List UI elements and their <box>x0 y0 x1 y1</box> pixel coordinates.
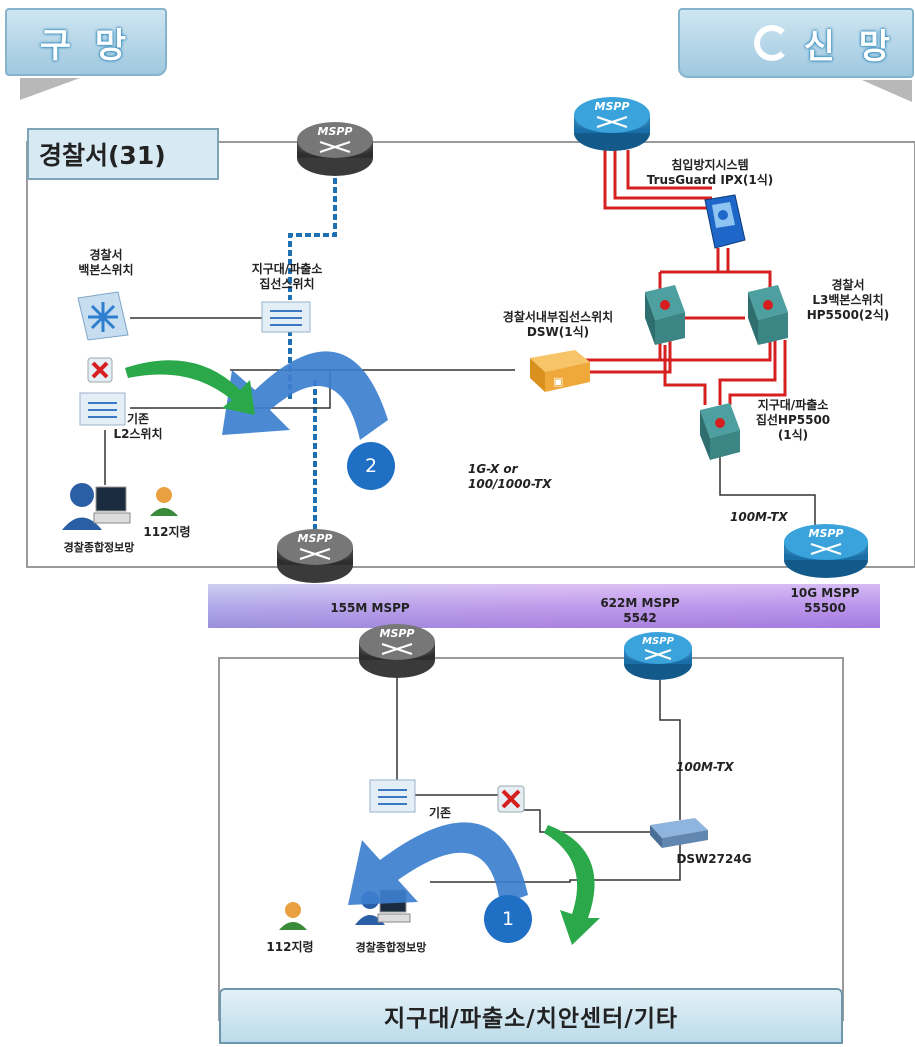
ips-label-line1: 침입방지시스템 <box>671 158 749 172</box>
backbone-switch <box>77 291 129 341</box>
mspp-10g-label-line2: 55500 <box>804 601 846 615</box>
old-banner-pointer <box>20 78 80 100</box>
backbone-switch-label-line1: 경찰서 <box>89 248 123 262</box>
failed-device-bottom <box>497 785 525 813</box>
green-arrow-top <box>125 360 255 415</box>
step-1-number: 1 <box>501 908 515 930</box>
substation-title-text: 지구대/파출소/치안센터/기타 <box>383 1006 679 1032</box>
speed-1g-label-line1: 1G-X or <box>468 462 518 476</box>
speed-1g-label-line2: 100/1000-TX <box>468 477 552 491</box>
failed-device-top <box>87 357 113 383</box>
green-arrow-bottom <box>544 825 600 945</box>
aggregation-switch-label-line2: 집선스위치 <box>259 277 315 291</box>
substation-zone <box>218 657 844 1021</box>
step-1-marker: 1 <box>484 895 532 943</box>
svg-text:MSPP: MSPP <box>642 636 674 647</box>
top-thin-links <box>104 317 816 540</box>
backbone-switch-label: 경찰서 백본스위치 <box>60 248 152 278</box>
dsw-label-line2: DSW(1식) <box>526 325 590 339</box>
speed-100m-bottom-label: 100M-TX <box>676 760 734 774</box>
l2-switch-label-line2: L2스위치 <box>113 427 163 441</box>
user-112-top <box>150 487 178 516</box>
new-network-links <box>585 150 787 405</box>
svg-text:▣: ▣ <box>553 375 563 388</box>
user-112-top-label: 112지령 <box>143 525 191 539</box>
substation-title-bar: 지구대/파출소/치안센터/기타 <box>219 988 843 1044</box>
l2-switch-label-line1: 기존 <box>126 412 150 426</box>
svg-text:MSPP: MSPP <box>318 125 353 138</box>
aggregation-switch-label-line1: 지구대/파출소 <box>251 262 323 276</box>
l3-switch-label: 경찰서 L3백본스위치 HP5500(2식) <box>788 278 908 323</box>
mspp-router-old-top: MSPP <box>297 122 373 176</box>
mspp-10g-label: 10G MSPP 55500 <box>770 586 880 616</box>
terminal-bottom-label: 경찰종합정보망 <box>355 941 427 954</box>
hp5500-label-line1: 지구대/파출소 <box>757 398 829 412</box>
mspp-router-bottom-old: MSPP <box>359 624 435 678</box>
aggregation-switch-label: 지구대/파출소 집선스위치 <box>228 262 346 292</box>
hp5500-label: 지구대/파출소 집선HP5500 (1식) <box>738 398 848 443</box>
dsw-label: 경찰서내부집선스위치 DSW(1식) <box>468 310 648 340</box>
terminal-top-label: 경찰종합정보망 <box>63 541 135 554</box>
svg-text:MSPP: MSPP <box>595 100 630 113</box>
old-network-banner-text: 구 망 <box>39 25 133 66</box>
user-112-bottom <box>279 902 307 930</box>
mspp-622m-label-line2: 5542 <box>623 611 657 625</box>
new-network-banner: 신 망 <box>678 8 914 78</box>
existing-switch-bottom-label: 기존 <box>428 806 452 820</box>
hp5500-aggregation-switch <box>700 403 740 460</box>
backbone-switch-label-line2: 백본스위치 <box>78 263 134 277</box>
step-2-number: 2 <box>364 455 378 477</box>
police-station-title-text: 경찰서(31) <box>39 141 166 170</box>
l2-switch-label: 기존 L2스위치 <box>108 412 168 442</box>
refresh-icon <box>753 25 790 61</box>
mspp-155m-label: 155M MSPP <box>330 601 410 615</box>
mspp-router-10g: MSPP <box>784 524 868 578</box>
mspp-router-155m: MSPP <box>277 529 353 583</box>
user-112-bottom-label: 112지령 <box>266 940 314 954</box>
ips-device <box>704 194 746 249</box>
hp5500-label-line3: (1식) <box>777 428 809 442</box>
svg-text:MSPP: MSPP <box>298 532 333 545</box>
new-banner-pointer <box>862 80 912 102</box>
mspp-10g-label-line1: 10G MSPP <box>790 586 860 600</box>
l2-switch-bottom <box>369 779 416 813</box>
dsw2724g-switch <box>650 818 708 848</box>
l3-switch-label-line2: L3백본스위치 <box>812 293 884 307</box>
step-2-marker: 2 <box>347 442 395 490</box>
mspp-622m-label: 622M MSPP 5542 <box>580 596 700 626</box>
new-network-banner-text: 신 망 <box>803 26 896 67</box>
speed-1g-label: 1G-X or 100/1000-TX <box>468 462 551 492</box>
ips-label-line2: TrusGuard IPX(1식) <box>646 173 774 187</box>
ips-label: 침입방지시스템 TrusGuard IPX(1식) <box>625 158 795 188</box>
l3-switch-label-line1: 경찰서 <box>831 278 865 292</box>
svg-text:MSPP: MSPP <box>380 627 415 640</box>
police-station-title: 경찰서(31) <box>27 128 219 180</box>
l3-switch-label-line3: HP5500(2식) <box>806 308 890 322</box>
svg-text:MSPP: MSPP <box>809 527 844 540</box>
terminal-top <box>62 483 131 530</box>
police-station-zone <box>26 141 915 568</box>
dsw-switch: ▣ <box>530 350 590 392</box>
migration-arrow-top <box>222 351 388 440</box>
dsw-label-line1: 경찰서내부집선스위치 <box>502 310 614 324</box>
mspp-622m-label-line1: 622M MSPP <box>600 596 680 610</box>
l3-switch-right <box>748 285 788 345</box>
aggregation-switch-old <box>261 301 311 333</box>
hp5500-label-line2: 집선HP5500 <box>755 413 831 427</box>
speed-100m-top-label: 100M-TX <box>730 510 788 524</box>
bottom-links <box>396 678 681 883</box>
dsw2724g-label: DSW2724G <box>676 852 752 866</box>
l2-switch-top <box>79 392 126 426</box>
l3-switch-left <box>645 285 685 345</box>
mspp-router-new-top: MSPP <box>574 97 650 151</box>
mspp-router-bottom-new: MSPP <box>624 632 692 680</box>
migration-arrow-bottom <box>348 822 528 905</box>
old-network-banner: 구 망 <box>5 8 167 76</box>
